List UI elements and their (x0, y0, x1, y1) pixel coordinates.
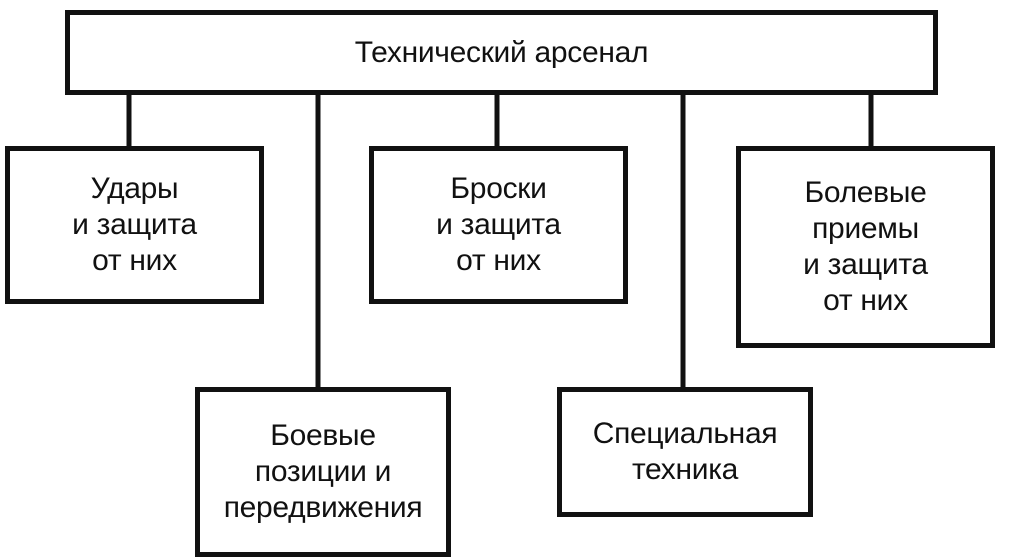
node-submission-holds-label: Болевые приемы и защита от них (803, 176, 928, 317)
node-strikes-and-defense: Удары и защита от них (5, 146, 264, 304)
node-strikes-label: Удары и защита от них (72, 172, 197, 277)
root-node-label: Технический арсенал (354, 35, 649, 69)
node-special-technique-label: Специальная техника (592, 417, 778, 486)
node-throws-label: Броски и защита от них (436, 172, 561, 277)
node-throws-and-defense: Броски и защита от них (369, 146, 628, 304)
root-node-technical-arsenal: Технический арсенал (65, 10, 938, 95)
node-combat-positions-label: Боевые позиции и передвижения (223, 419, 423, 524)
node-special-technique: Специальная техника (557, 387, 813, 517)
node-combat-positions: Боевые позиции и передвижения (195, 387, 451, 557)
node-submission-holds: Болевые приемы и защита от них (736, 146, 995, 348)
